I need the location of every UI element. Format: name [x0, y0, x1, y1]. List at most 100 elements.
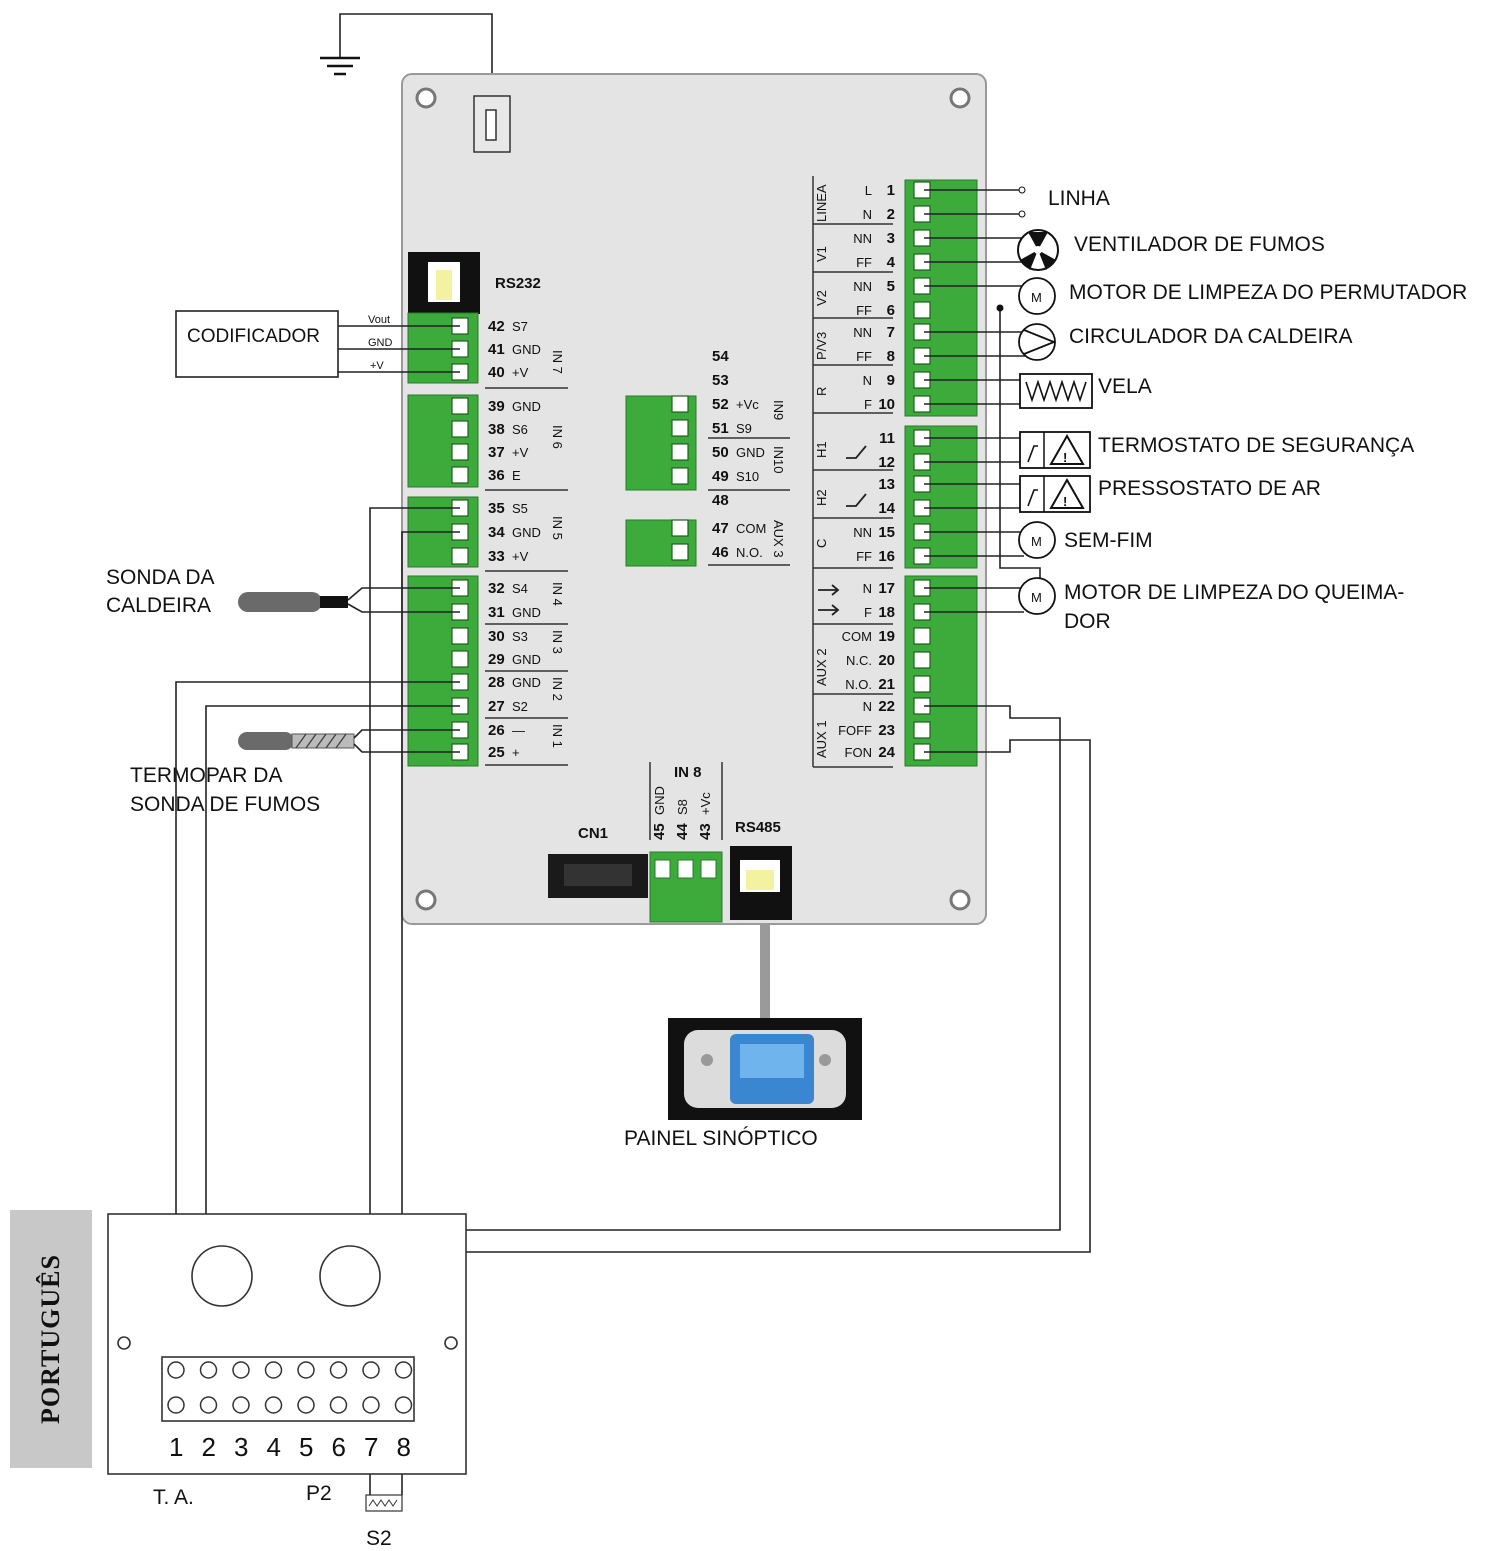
terminal-number: 35 [488, 500, 505, 517]
terminal-slot [451, 627, 469, 645]
terminal-number: 42 [488, 318, 505, 335]
rs485-port-icon [730, 846, 792, 920]
terminal-signal: GND [512, 342, 541, 357]
terminal-signal: S8 [675, 799, 690, 815]
terminal-number: 40 [488, 364, 505, 381]
terminal-number: 6 [887, 302, 895, 319]
svg-text:!: ! [1063, 494, 1067, 509]
terminal-slot [913, 721, 931, 739]
cn1-connector-icon [548, 854, 648, 898]
label-motor-queimador-1: MOTOR DE LIMPEZA DO QUEIMA- [1064, 581, 1404, 604]
terminal-signal: S10 [736, 469, 759, 484]
synoptic-panel-icon [668, 1018, 862, 1120]
terminal-signal: N [863, 581, 872, 596]
strip-screw-bottom [232, 1396, 250, 1414]
terminal-number: 19 [878, 628, 895, 645]
terminal-number: 18 [878, 604, 895, 621]
strip-number: 8 [397, 1432, 411, 1462]
terminal-signal: F [864, 605, 872, 620]
terminal-number: 50 [712, 444, 729, 461]
terminal-number: 52 [712, 396, 729, 413]
terminal-signal: S6 [512, 422, 528, 437]
terminal-number: 38 [488, 421, 505, 438]
terminal-signal: F [864, 397, 872, 412]
rs485-label: RS485 [735, 819, 781, 836]
group-tag-in10: IN10 [771, 446, 786, 473]
strip-number: 5 [299, 1432, 313, 1462]
group-tag-pv3: P/V3 [814, 332, 829, 360]
terminal-number: 47 [712, 520, 729, 537]
arrow-icon [818, 584, 840, 616]
label-termostato: TERMOSTATO DE SEGURANÇA [1098, 434, 1414, 457]
terminal-slot [913, 675, 931, 693]
group-tag-in6: IN 6 [550, 425, 565, 449]
panel-cable [760, 924, 770, 1020]
terminal-number: 23 [878, 722, 895, 739]
terminal-signal: S5 [512, 501, 528, 516]
group-tag-aux2: AUX 2 [814, 648, 829, 686]
group-tag-aux1: AUX 1 [814, 720, 829, 758]
terminal-number: 7 [887, 324, 895, 341]
label-circulador: CIRCULADOR DA CALDEIRA [1069, 325, 1353, 348]
terminal-signal: E [512, 468, 521, 483]
terminal-number: 28 [488, 674, 505, 691]
terminal-signal: N [863, 207, 872, 222]
terminal-slot [451, 547, 469, 565]
terminal-number: 21 [878, 676, 895, 693]
terminal-slot [451, 420, 469, 438]
terminal-slot [671, 543, 689, 561]
motor-icon: M M M [1018, 277, 1056, 615]
terminal-signal: NN [853, 325, 872, 340]
group-tag-in7: IN 7 [550, 350, 565, 374]
cn1-label: CN1 [578, 825, 608, 842]
terminal-signal: S9 [736, 421, 752, 436]
label-ventilador: VENTILADOR DE FUMOS [1074, 233, 1325, 256]
terminal-slot [671, 419, 689, 437]
terminal-signal: S7 [512, 319, 528, 334]
terminal-slot [913, 651, 931, 669]
thermocouple-label-2: SONDA DE FUMOS [130, 793, 320, 816]
strip-screw-top [394, 1361, 413, 1379]
terminal-signal: N.O. [736, 545, 763, 560]
terminal-number: 32 [488, 580, 505, 597]
terminal-signal: GND [512, 605, 541, 620]
boiler-probe-icon [238, 592, 348, 612]
mounting-hole-icon [415, 87, 971, 911]
encoder-pin-vout: Vout [368, 314, 390, 326]
strip-number: 7 [364, 1432, 378, 1462]
terminal-signal: NN [853, 525, 872, 540]
strip-screw-top [199, 1361, 218, 1379]
svg-text:M: M [1031, 290, 1042, 305]
terminal-number: 9 [887, 372, 895, 389]
terminal-number: 17 [878, 580, 895, 597]
terminal-number: 12 [878, 454, 895, 471]
encoder-pin-gnd: GND [368, 337, 393, 349]
terminal-signal: S4 [512, 581, 528, 596]
terminal-signal: GND [512, 525, 541, 540]
terminal-number: 43 [697, 823, 714, 840]
thermocouple-icon [238, 732, 355, 750]
strip-screw-bottom [297, 1396, 315, 1414]
s2-label: S2 [366, 1527, 392, 1550]
svg-text:M: M [1031, 590, 1042, 605]
terminal-slot [451, 397, 469, 415]
terminal-number: 2 [887, 206, 895, 223]
terminal-number: 54 [712, 348, 729, 365]
terminal-number: 41 [488, 341, 505, 358]
terminal-signal: +Vc [736, 397, 759, 412]
terminal-signal: FF [856, 349, 872, 364]
encoder-pin-v: +V [370, 360, 384, 372]
terminal-slot [451, 466, 469, 484]
svg-text:M: M [1031, 534, 1042, 549]
group-tag-linea: LINEA [814, 184, 829, 222]
terminal-signal: +V [512, 365, 529, 380]
strip-screw-top [167, 1361, 185, 1379]
terminal-number: 25 [488, 744, 505, 761]
fan-icon [1017, 229, 1059, 271]
terminal-signal: COM [736, 521, 766, 536]
terminal-number: 37 [488, 444, 505, 461]
strip-number: 1 [169, 1432, 183, 1462]
strip-screw-bottom [264, 1396, 283, 1414]
terminal-number: 34 [488, 524, 505, 541]
